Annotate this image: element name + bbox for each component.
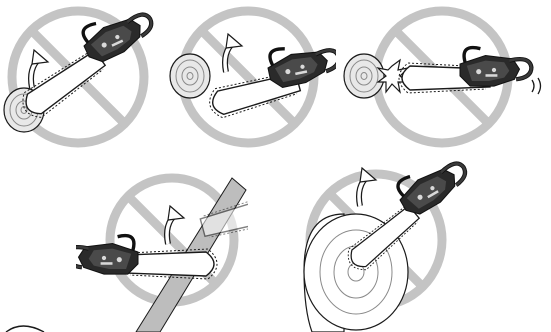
chainsaw-body xyxy=(265,37,336,89)
impact-burst-icon xyxy=(376,58,410,94)
panel-overhead-kickback xyxy=(296,160,476,332)
chainsaw-bar xyxy=(125,248,218,280)
prohibition-slash xyxy=(197,26,299,128)
panel-pinch-leaning xyxy=(76,168,248,332)
chainsaw-body xyxy=(460,48,531,86)
panel-tip-strike xyxy=(340,2,550,154)
partial-circle-arc xyxy=(5,325,45,332)
panel-partial-corner xyxy=(0,318,60,332)
prohibition-circle xyxy=(7,6,149,148)
vibration-icon xyxy=(531,77,542,95)
log-end-graphic xyxy=(169,53,211,99)
panel-kickback-lift xyxy=(2,2,154,154)
panel-tip-contact xyxy=(168,2,336,154)
log-end-graphic xyxy=(343,53,385,99)
